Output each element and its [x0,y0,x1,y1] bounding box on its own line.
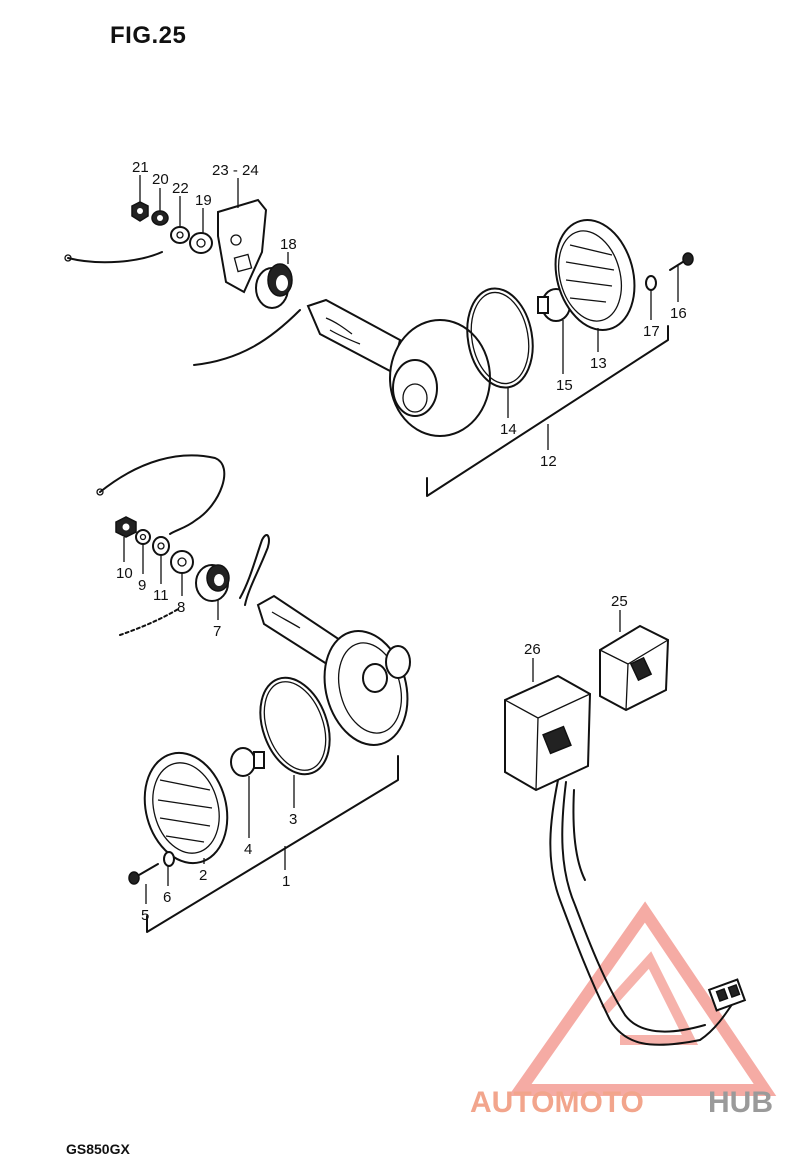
washer-19 [189,232,213,254]
callout-21: 21 [132,159,149,176]
bracket-23-24 [217,198,268,294]
callout-20: 20 [152,171,169,188]
lens-housing-upper [389,319,491,437]
callout-2: 2 [199,867,207,884]
callout-14: 14 [500,421,517,438]
bulb-4 [230,747,265,777]
grommet-18 [255,263,293,309]
callout-15: 15 [556,377,573,394]
callout-11: 11 [153,587,169,604]
nut-10 [115,516,137,538]
lens-13 [554,219,636,331]
watermark-inner-mark [601,951,699,1045]
relay-25 [599,624,670,712]
lens-housing-lower [323,630,411,746]
callout-22: 22 [172,180,189,197]
callout-25: 25 [611,593,628,610]
wire-lower-top [99,454,226,535]
callout-8: 8 [177,599,185,616]
callout-23-24: 23 - 24 [212,162,259,179]
bracket-line-1 [146,755,399,933]
gasket-14 [466,287,534,389]
watermark-logo [508,901,777,1096]
callout-labels: 21 20 22 19 23 - 24 18 17 16 13 15 14 12… [116,159,687,924]
front-turn-signal-lower [96,454,411,933]
washer-8 [170,550,194,574]
leader-lines [123,175,679,904]
washer-6 [163,851,175,867]
wire-terminal-lower-top [96,488,104,496]
bracket-line-12 [426,325,669,497]
callout-17: 17 [643,323,660,340]
module-26 [504,674,592,792]
callout-6: 6 [163,889,171,906]
callout-10: 10 [116,565,133,582]
washer-11 [152,536,170,556]
callout-16: 16 [670,305,687,322]
callout-4: 4 [244,841,252,858]
washer-9 [135,529,151,545]
wire-upper-left [67,251,163,264]
washer-22 [170,226,190,244]
callout-5: 5 [141,907,149,924]
callout-7: 7 [213,623,221,640]
wire-upper-middle [193,309,301,366]
model-code: GS850GX [66,1141,130,1157]
watermark-text: AUTOMOTO HUB [470,1086,773,1119]
gasket-3 [259,676,331,776]
screw-16 [669,252,694,271]
callout-1: 1 [282,873,290,890]
washer-17 [645,275,657,291]
wire-terminal-upper-left [64,254,72,262]
wire-lower-left [119,607,181,636]
figure-title: FIG.25 [110,22,187,49]
lens-2 [143,751,229,865]
callout-18: 18 [280,236,297,253]
watermark-word-hub: HUB [708,1086,773,1119]
callout-26: 26 [524,641,541,658]
grommet-7 [195,564,230,602]
harness-wire [549,779,747,1046]
nut-21 [131,201,149,222]
rear-turn-signal-upper [64,198,694,497]
callout-13: 13 [590,355,607,372]
watermark-word-automoto: AUTOMOTO [470,1086,644,1119]
watermark-triangle [508,901,777,1096]
callout-12: 12 [540,453,557,470]
callout-19: 19 [195,192,212,209]
callout-9: 9 [138,577,146,594]
stem-upper [306,298,402,374]
screw-5 [128,863,159,885]
callout-3: 3 [289,811,297,828]
connector [707,978,747,1012]
wire-lower-loop [239,534,270,606]
